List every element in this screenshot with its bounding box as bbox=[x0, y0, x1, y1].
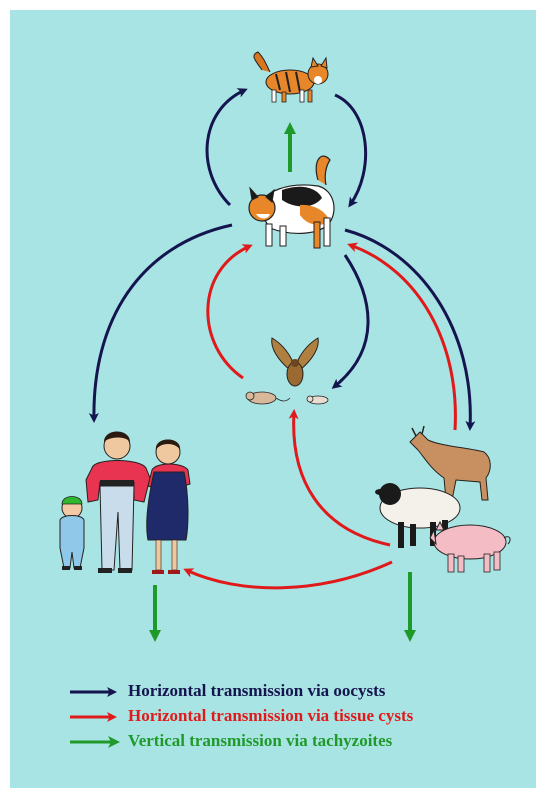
pig-figure bbox=[430, 522, 510, 572]
goat-sheep-pig-icon bbox=[375, 426, 510, 572]
mouse-and-bird-icon bbox=[246, 338, 328, 404]
oocyst-arrow-kitten-to-cat bbox=[335, 95, 366, 205]
woman-figure bbox=[147, 440, 190, 573]
tissue-cyst-arrow-prey-to-cat bbox=[208, 246, 250, 378]
oocyst-arrow-cat-to-livestock bbox=[345, 230, 470, 428]
legend-label-tissue-cysts: Horizontal transmission via tissue cysts bbox=[128, 706, 413, 726]
child-figure bbox=[60, 497, 84, 571]
oocyst-arrow-cat-to-kitten bbox=[207, 90, 245, 205]
oocyst-arrow-cat-to-prey bbox=[334, 255, 368, 387]
man-figure bbox=[86, 432, 150, 574]
legend-label-tachyzoites: Vertical transmission via tachyzoites bbox=[128, 731, 392, 751]
kitten-icon bbox=[254, 52, 328, 102]
legend-swatches bbox=[70, 692, 120, 748]
tissue-cyst-arrow-livestock-to-prey bbox=[294, 412, 390, 545]
legend-label-oocysts: Horizontal transmission via oocysts bbox=[128, 681, 385, 701]
human-family-icon bbox=[60, 432, 190, 574]
oocyst-arrow-cat-to-humans bbox=[94, 225, 232, 420]
tissue-cyst-arrow-livestock-to-humans bbox=[186, 562, 392, 588]
